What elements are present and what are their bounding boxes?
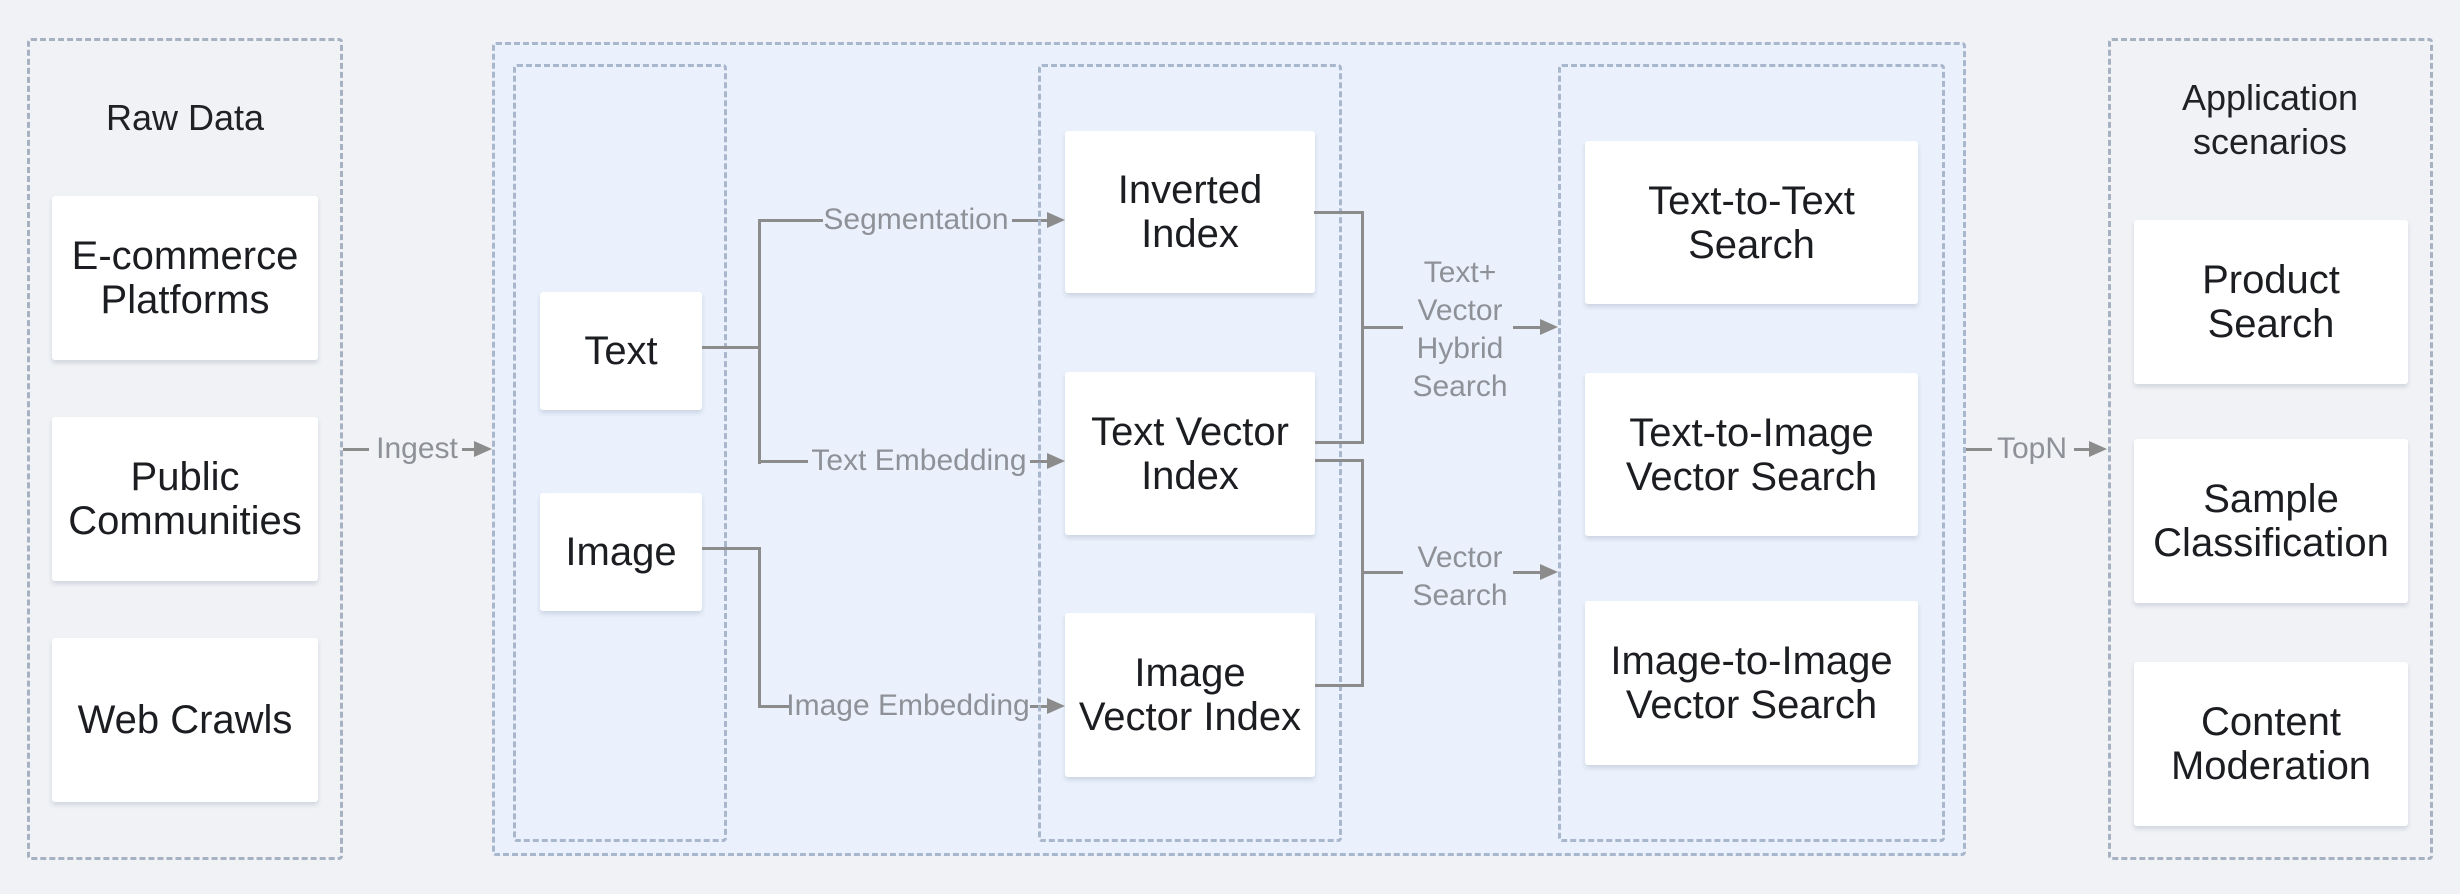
indexes-panel — [1038, 64, 1342, 842]
raw-data-title: Raw Data — [105, 97, 265, 138]
image-branch-vline — [758, 547, 761, 708]
node-ecommerce-platforms: E-commerce Platforms — [52, 196, 318, 360]
node-inverted-index: Inverted Index — [1065, 131, 1315, 293]
segmentation-line — [758, 219, 823, 222]
text-branch-vline — [758, 219, 761, 464]
ingest-arrow-icon — [474, 441, 492, 457]
text-embedding-label: Text Embedding — [811, 444, 1027, 477]
text-embedding-arrow-icon — [1047, 453, 1065, 469]
vector-search-label: Vector Search — [1412, 541, 1508, 612]
image-embedding-line — [758, 705, 790, 708]
vector-stub-line — [1361, 571, 1403, 574]
node-public-communities: Public Communities — [52, 417, 318, 581]
raw-data-panel — [27, 38, 343, 860]
applications-panel — [2108, 38, 2433, 860]
segmentation-arrow-line — [1012, 219, 1048, 222]
ingest-line — [343, 448, 369, 451]
segmentation-arrow-icon — [1047, 212, 1065, 228]
text-vector-out-down-line — [1315, 459, 1364, 462]
image-embedding-arrow-icon — [1047, 698, 1065, 714]
node-text-to-image-search: Text-to-Image Vector Search — [1585, 373, 1918, 536]
node-sample-classification: Sample Classification — [2134, 439, 2408, 603]
topn-line — [1966, 448, 1992, 451]
topn-arrow-line — [2074, 448, 2090, 451]
topn-arrow-icon — [2089, 441, 2107, 457]
topn-label: TopN — [1996, 432, 2068, 465]
node-image-to-image-search: Image-to-Image Vector Search — [1585, 601, 1918, 765]
image-out-line — [702, 547, 761, 550]
applications-title: Application scenarios — [2181, 77, 2359, 162]
node-image-vector-index: Image Vector Index — [1065, 613, 1315, 777]
image-vector-out-line — [1315, 684, 1364, 687]
node-image: Image — [540, 493, 702, 611]
inverted-index-out-line — [1314, 211, 1364, 214]
vector-arrow-icon — [1540, 564, 1558, 580]
text-vector-out-up-line — [1315, 441, 1364, 444]
hybrid-arrow-line — [1513, 326, 1541, 329]
segmentation-label: Segmentation — [823, 203, 1009, 236]
node-product-search: Product Search — [2134, 220, 2408, 384]
hybrid-search-label: Text+ Vector Hybrid Search — [1412, 256, 1508, 403]
hybrid-stub-line — [1361, 326, 1403, 329]
text-embedding-line — [758, 460, 808, 463]
sources-panel — [513, 64, 727, 842]
hybrid-arrow-icon — [1540, 319, 1558, 335]
ingest-arrow-line — [462, 448, 475, 451]
node-text: Text — [540, 292, 702, 410]
node-web-crawls: Web Crawls — [52, 638, 318, 802]
text-out-line — [702, 346, 761, 349]
node-text-to-text-search: Text-to-Text Search — [1585, 141, 1918, 304]
node-text-vector-index: Text Vector Index — [1065, 372, 1315, 535]
ingest-label: Ingest — [376, 432, 458, 465]
searches-panel — [1558, 64, 1945, 842]
vector-arrow-line — [1513, 571, 1541, 574]
image-embedding-label: Image Embedding — [786, 689, 1030, 722]
node-content-moderation: Content Moderation — [2134, 662, 2408, 826]
